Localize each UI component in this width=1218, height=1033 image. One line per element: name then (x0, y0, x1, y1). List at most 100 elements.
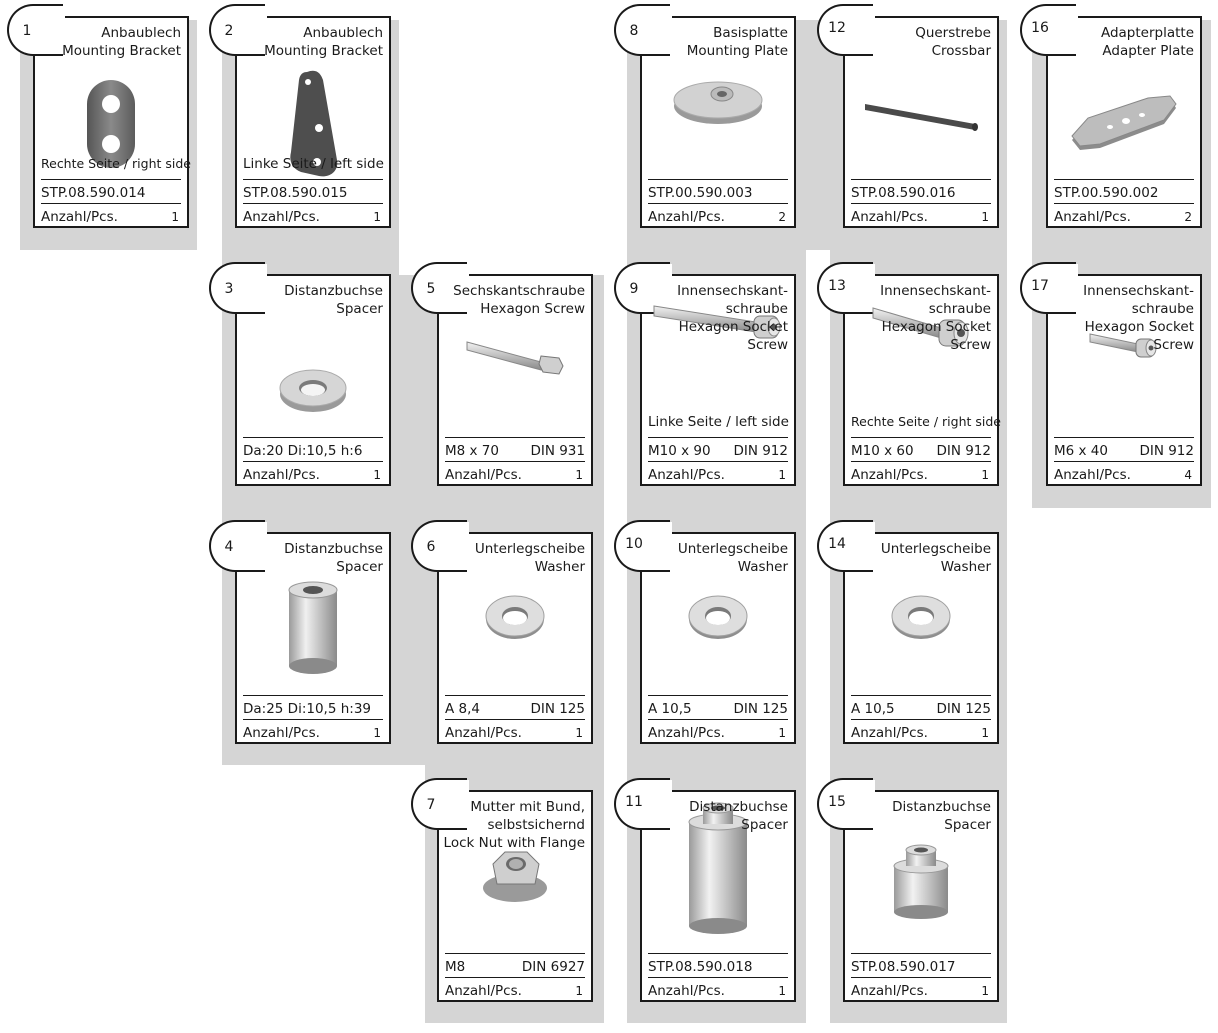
part-quantity-row: Anzahl/Pcs.1 (851, 461, 991, 487)
part-title-line: schraube (928, 301, 991, 317)
part-title-line: Adapter Plate (1102, 43, 1194, 59)
washer-icon (845, 592, 997, 642)
part-standard: DIN 912 (733, 442, 788, 459)
part-title-line: schraube (725, 301, 788, 317)
quantity-value: 1 (373, 209, 381, 224)
part-title-line: Hexagon Socket (678, 319, 788, 335)
part-title-line: Hexagon Socket (881, 319, 991, 335)
part-number: 15 (828, 794, 846, 810)
quantity-label: Anzahl/Pcs. (1054, 466, 1131, 483)
part-number: 1 (22, 23, 32, 39)
part-title-line: Sechskantschraube (453, 283, 585, 299)
part-title-line: Mutter mit Bund, (470, 799, 585, 815)
part-standard: DIN 125 (530, 700, 585, 717)
part-standard: DIN 931 (530, 442, 585, 459)
part-number-tab (1020, 262, 1078, 314)
part-title-line: Querstrebe (915, 25, 991, 41)
part-title-line: Innensechskant- (880, 283, 991, 299)
part-number: 5 (426, 281, 436, 297)
quantity-value: 4 (1184, 467, 1192, 482)
part-title-line: Mounting Plate (686, 43, 788, 59)
quantity-label: Anzahl/Pcs. (851, 208, 928, 225)
part-spec: A 8,4 (445, 700, 480, 717)
part-quantity-row: Anzahl/Pcs. 1 (243, 203, 383, 229)
mounting-bracket-left-icon (237, 68, 389, 180)
part-title-line: Distanzbuchse (284, 283, 383, 299)
part-spec: Da:25 Di:10,5 h:39 (243, 700, 372, 717)
part-spec: M10 x 60 (851, 442, 914, 459)
quantity-label: Anzahl/Pcs. (445, 466, 522, 483)
quantity-value: 1 (778, 725, 786, 740)
socket-screw-medium-icon (845, 304, 997, 352)
part-number: 9 (629, 281, 639, 297)
quantity-value: 1 (575, 725, 583, 740)
part-spec: STP.08.590.017 (851, 958, 956, 975)
part-quantity-row: Anzahl/Pcs.1 (445, 977, 585, 1003)
part-title-line: Washer (534, 559, 585, 575)
part-title-line: Spacer (336, 301, 383, 317)
part-number: 2 (224, 23, 234, 39)
part-title-line: Anbaublech (303, 25, 383, 41)
part-side-note: Rechte Seite / right side (41, 156, 191, 171)
part-title-line: Hexagon Screw (480, 301, 585, 317)
adapter-plate-icon (1048, 94, 1200, 154)
quantity-label: Anzahl/Pcs. (851, 466, 928, 483)
part-quantity-row: Anzahl/Pcs.1 (41, 203, 181, 229)
part-number: 10 (625, 536, 643, 552)
part-title-line: Adapterplatte (1100, 25, 1194, 41)
part-side-note: Linke Seite / left side (243, 156, 384, 172)
quantity-label: Anzahl/Pcs. (851, 724, 928, 741)
tall-spacer-icon (237, 580, 389, 676)
part-number-tab (209, 4, 267, 56)
part-number-tab (817, 778, 875, 830)
part-quantity-row: Anzahl/Pcs.1 (851, 719, 991, 745)
quantity-label: Anzahl/Pcs. (243, 724, 320, 741)
part-title-line: Unterlegscheibe (677, 541, 788, 557)
part-spec: STP.08.590.015 (243, 184, 348, 201)
part-spec: M6 x 40 (1054, 442, 1108, 459)
part-number-tab (1020, 4, 1078, 56)
quantity-label: Anzahl/Pcs. (445, 724, 522, 741)
quantity-label: Anzahl/Pcs. (243, 208, 320, 225)
quantity-label: Anzahl/Pcs. (648, 466, 725, 483)
part-spec: M8 (445, 958, 466, 975)
part-spec-row: Da:25 Di:10,5 h:39 (243, 695, 383, 721)
part-number-tab (411, 262, 469, 314)
part-number: 17 (1031, 278, 1049, 294)
part-title-line: schraube (1131, 301, 1194, 317)
part-standard: DIN 912 (936, 442, 991, 459)
quantity-value: 1 (373, 725, 381, 740)
part-spec: STP.08.590.014 (41, 184, 146, 201)
part-title-line: Crossbar (931, 43, 991, 59)
part-spec-row: STP.08.590.015 (243, 179, 383, 205)
part-spec-row: STP.08.590.017 (851, 953, 991, 979)
part-standard: DIN 6927 (521, 958, 585, 975)
quantity-label: Anzahl/Pcs. (648, 982, 725, 999)
part-title-line: Unterlegscheibe (474, 541, 585, 557)
quantity-label: Anzahl/Pcs. (41, 208, 118, 225)
part-quantity-row: Anzahl/Pcs. 1 (445, 719, 585, 745)
part-title-line: Distanzbuchse (689, 799, 788, 815)
part-standard: DIN 125 (936, 700, 991, 717)
crossbar-icon (845, 98, 997, 134)
part-number: 3 (224, 281, 234, 297)
socket-screw-long-icon (642, 302, 794, 342)
quantity-label: Anzahl/Pcs. (1054, 208, 1131, 225)
part-spec: STP.08.590.018 (648, 958, 753, 975)
part-quantity-row: Anzahl/Pcs.2 (1054, 203, 1194, 229)
part-title-line: Washer (737, 559, 788, 575)
